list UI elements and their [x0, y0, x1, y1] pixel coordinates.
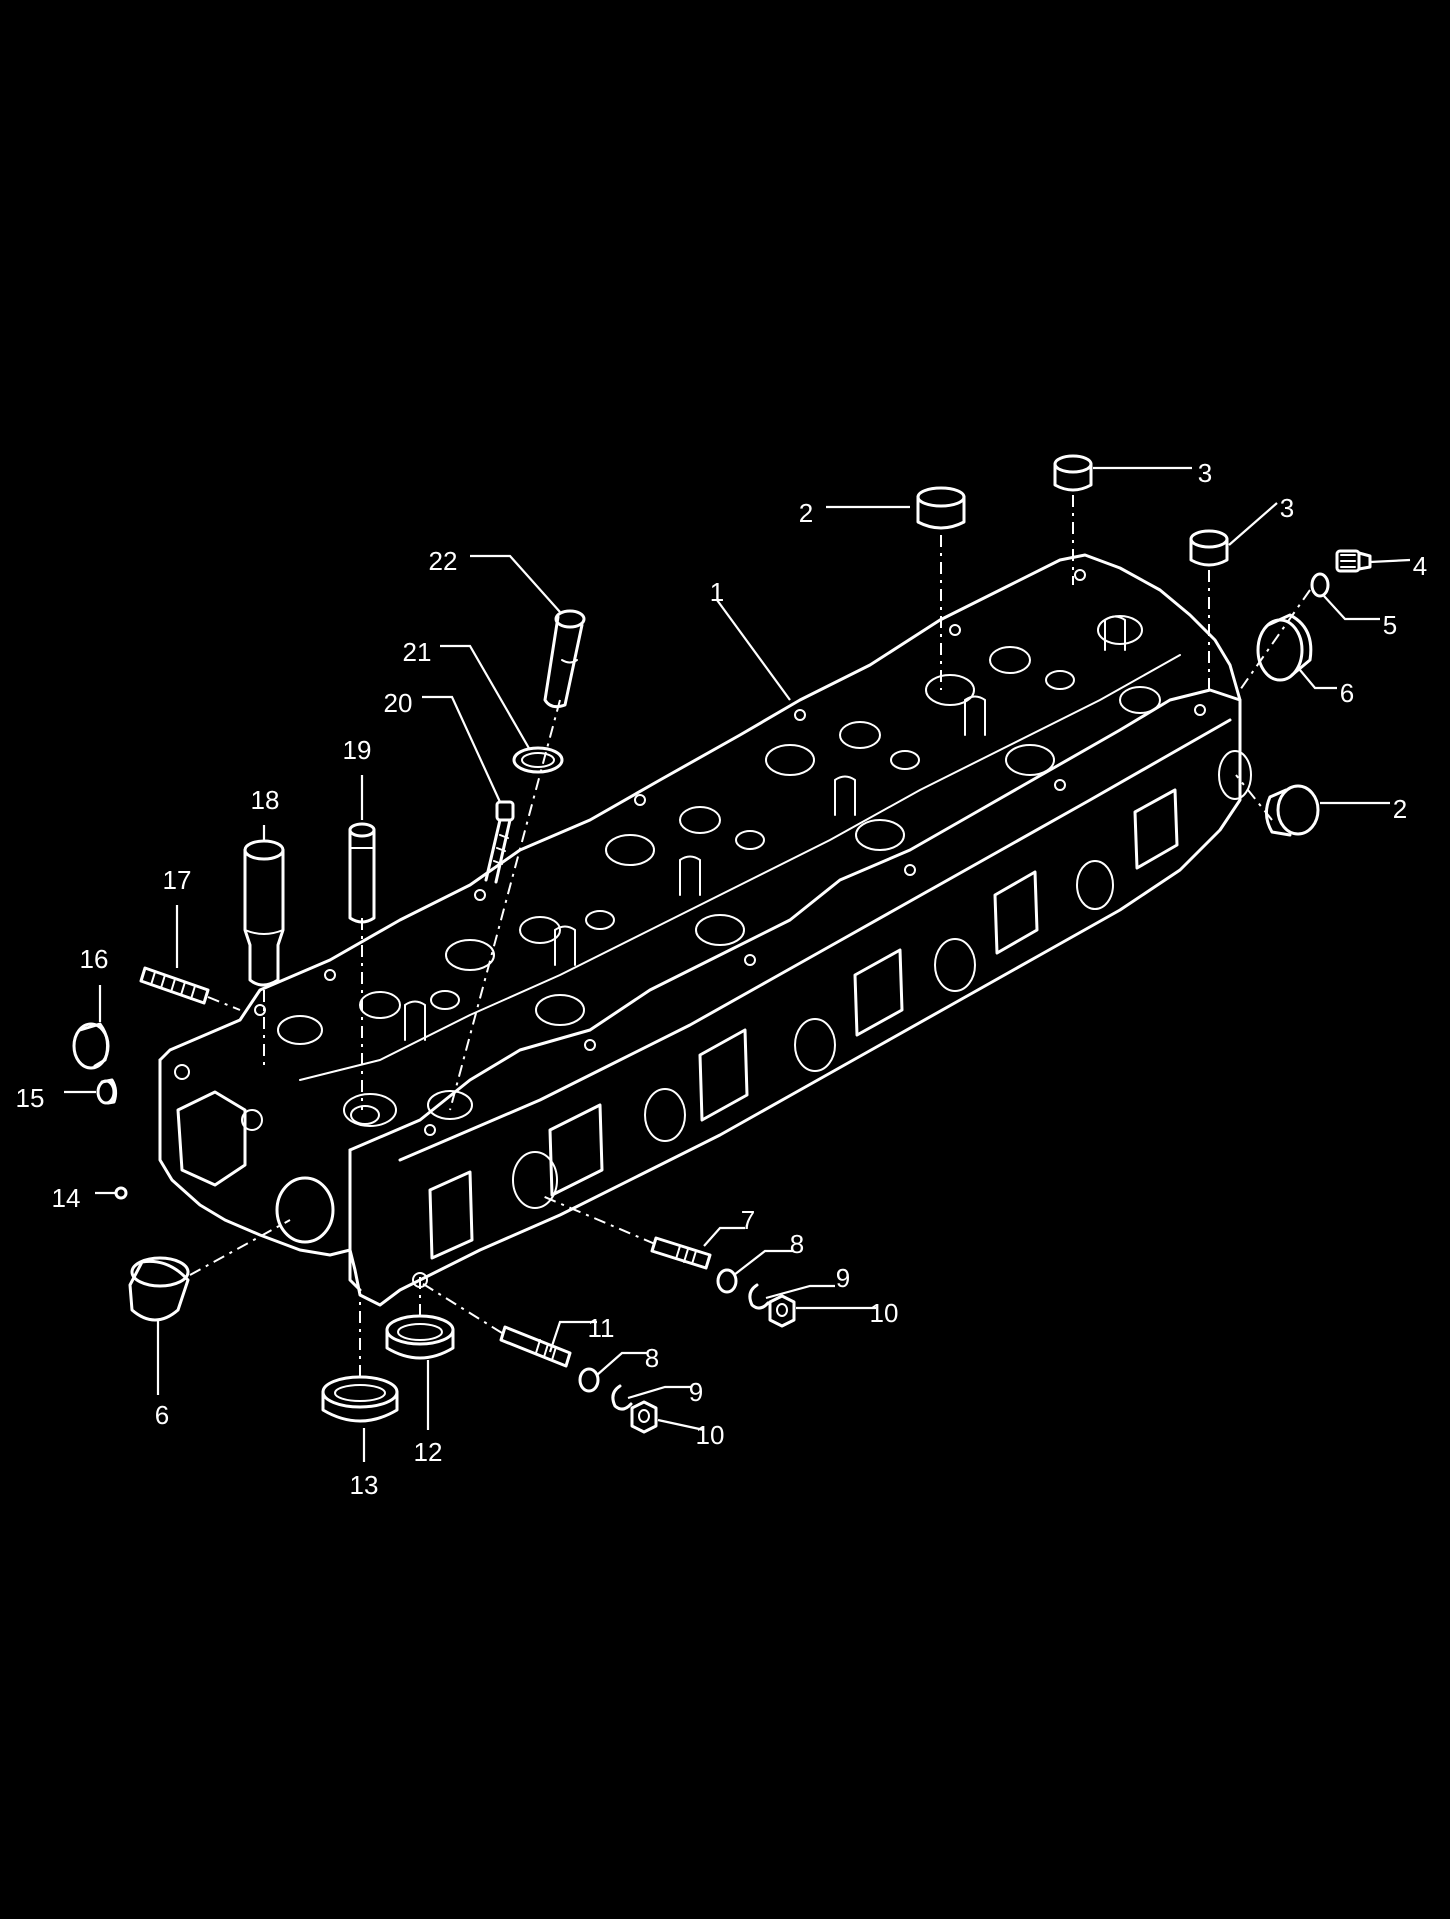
callout-number: 16	[80, 944, 109, 974]
part-20-bolt	[484, 800, 515, 884]
callout-number: 18	[251, 785, 280, 815]
part-17-stud	[139, 966, 210, 1005]
callout-number: 9	[689, 1377, 703, 1407]
cylinder-head	[158, 553, 1252, 1307]
part-12-seal	[385, 1314, 455, 1360]
part-11-stud	[499, 1325, 572, 1368]
part-4-plug	[1335, 549, 1372, 573]
part-3-cap-a	[1053, 454, 1093, 492]
callout-number: 3	[1280, 493, 1294, 523]
callout-number: 22	[429, 546, 458, 576]
callout-number: 6	[1340, 678, 1354, 708]
part-8-washer-a	[716, 1268, 738, 1294]
callout-number: 8	[645, 1343, 659, 1373]
callout-number: 2	[799, 498, 813, 528]
callout-number: 5	[1383, 610, 1397, 640]
part-7-stud	[650, 1236, 712, 1270]
part-9-lock-washer-b	[611, 1384, 633, 1411]
part-2-sleeve-upper	[916, 486, 966, 530]
callout-number: 6	[155, 1400, 169, 1430]
callout-number: 21	[403, 637, 432, 667]
callout-number: 10	[696, 1420, 725, 1450]
leader-lines	[64, 466, 1411, 1462]
callout-number: 3	[1198, 458, 1212, 488]
part-18-sleeve	[243, 839, 285, 987]
callout-number: 4	[1413, 551, 1427, 581]
callout-number: 9	[836, 1263, 850, 1293]
part-10-nut-b	[630, 1400, 658, 1434]
part-16-plug	[72, 1022, 110, 1070]
callout-number: 1	[710, 577, 724, 607]
callout-number: 15	[16, 1083, 45, 1113]
callout-number: 10	[870, 1298, 899, 1328]
callout-number: 14	[52, 1183, 81, 1213]
callout-number: 17	[163, 865, 192, 895]
assembly-lines	[189, 495, 1311, 1377]
callout-number: 7	[741, 1205, 755, 1235]
callout-labels: 1233456222212019181716151467891011891012…	[16, 458, 1428, 1500]
callout-number: 11	[588, 1313, 615, 1343]
part-19-valve-guide	[348, 822, 376, 924]
part-8-washer-b	[578, 1367, 600, 1393]
part-13-seal	[321, 1375, 399, 1423]
part-6-expansion-plug-left	[128, 1256, 190, 1322]
part-9-lock-washer-a	[748, 1283, 770, 1310]
callout-number: 19	[343, 735, 372, 765]
callout-number: 12	[414, 1437, 443, 1467]
callout-number: 2	[1393, 794, 1407, 824]
part-2-sleeve-right	[1265, 784, 1320, 837]
part-3-cap-b	[1189, 529, 1229, 567]
part-15-small-plug	[96, 1078, 118, 1105]
callout-number: 8	[790, 1229, 804, 1259]
callout-number: 20	[384, 688, 413, 718]
part-22-injector-sleeve	[543, 609, 586, 709]
callout-number: 13	[350, 1470, 379, 1500]
part-21-o-ring	[512, 746, 564, 774]
part-10-nut-a	[768, 1294, 796, 1328]
part-5-washer	[1310, 572, 1330, 598]
part-6-expansion-plug-right	[1256, 613, 1313, 682]
part-14-ball	[114, 1186, 128, 1200]
